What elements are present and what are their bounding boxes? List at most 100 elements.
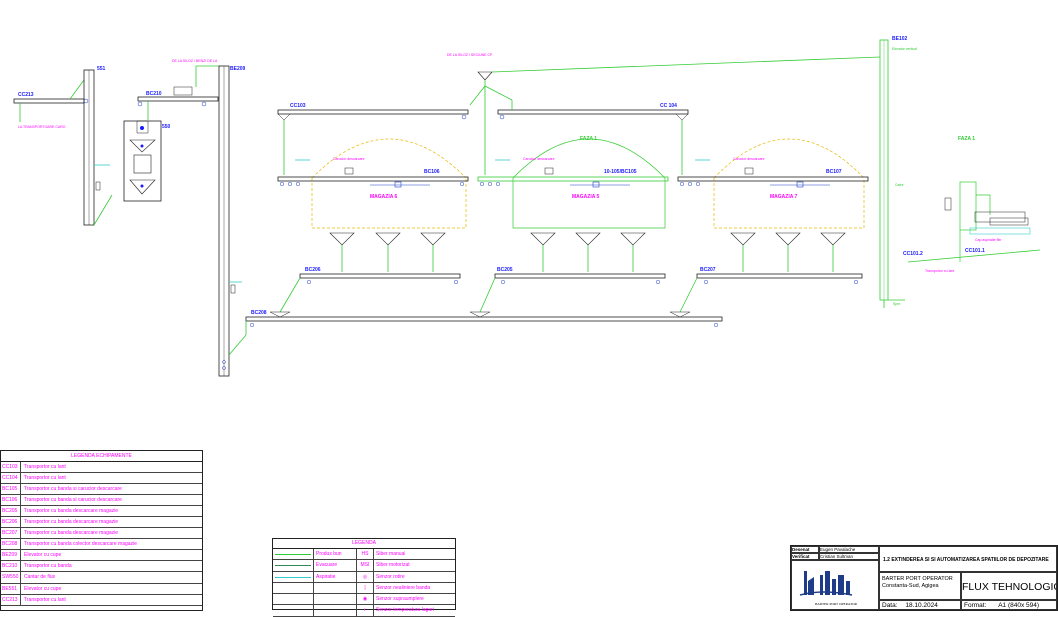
project-title: 1.2 EXTINDEREA SI SI AUTOMATIZAREA SPATI…	[879, 546, 1057, 572]
bc105-label: 10-105/BC105	[604, 169, 637, 175]
format-label: Format:	[964, 602, 987, 609]
checked-label: Verificat	[791, 553, 819, 560]
vert-note: Catre	[895, 183, 904, 187]
bc208-label: BC208	[251, 310, 267, 316]
legend-line-row: Aspiratie◎Senzor rotire	[273, 571, 455, 583]
magazia-5-label: MAGAZIA 5	[572, 194, 600, 200]
faza1-equipment	[907, 181, 1041, 263]
company-name: BARTER PORT OPERATOR	[882, 576, 953, 582]
legend-equipment-desc: Elevator cu cupe	[24, 585, 62, 592]
legend-equipment-desc: Transportor cu banda si carucior descarc…	[24, 497, 122, 504]
legend-symbol: |	[357, 582, 374, 594]
legend-symbol-desc: Siber manual	[376, 551, 406, 557]
hoppers-5	[530, 232, 646, 272]
format-value: A1 (840x 594)	[998, 602, 1040, 609]
checked-name: Cristian Sultman	[819, 553, 879, 560]
date-label: Data:	[882, 602, 898, 609]
legend-equipment-code: BC208	[1, 539, 21, 550]
legend-line-sample-cell	[273, 571, 314, 582]
legend-equipment-title: LEGENDA ECHIPAMENTE	[1, 451, 202, 462]
legend-equipment-desc: Transportor cu lant	[24, 475, 66, 482]
legend-equipment-desc: Transportor cu banda descarcare magazie	[24, 530, 119, 537]
legend-line-name	[314, 582, 357, 594]
cc213-label: CC213	[18, 92, 34, 98]
legend-equipment-code: BC205	[1, 506, 21, 517]
magazia-7-label: MAGAZIA 7	[770, 194, 798, 200]
be209-label: BE209	[230, 66, 246, 72]
legend-equipment-code: BE209	[1, 550, 21, 561]
legend-line-name: Produs bun	[314, 549, 357, 560]
legend-line-name: Evacuare	[314, 560, 357, 571]
legend-line-sample-cell	[273, 560, 314, 571]
legend-line-row: ◐Senzor temperatura lagari	[273, 605, 455, 617]
legend-lines-title: LEGENDA	[273, 539, 455, 549]
legend-equipment-code: CC213	[1, 594, 21, 605]
legend-line-sample	[275, 554, 311, 555]
e551-label: 551	[97, 66, 106, 72]
company-location: Constanta-Sud, Agigea	[882, 583, 939, 589]
drawn-label: Desenat	[791, 546, 819, 553]
legend-symbol-desc: Senzor temperatura lagari	[376, 607, 434, 614]
elevator-551	[83, 69, 113, 226]
carucior-note-1: Carucior descarcare	[333, 157, 365, 161]
scale-550	[123, 120, 162, 202]
legend-equipment-desc: Transportor cu banda colector descarcare…	[24, 541, 137, 548]
cc103-conveyor	[277, 109, 469, 175]
legend-line-row: ◉Senzor supraumplere	[273, 594, 455, 606]
bc107-label: BC107	[826, 169, 842, 175]
bc208-conveyor	[245, 311, 723, 335]
legend-equipment-desc: Transportor cu lant	[24, 596, 66, 603]
cc103-label: CC103	[290, 103, 306, 109]
be102-label: BE102	[892, 36, 908, 42]
legend-equipment-desc: Transportor cu banda	[24, 563, 72, 570]
bottom-note: Spre	[893, 302, 900, 306]
legend-equipment-code: BE551	[1, 583, 21, 594]
elevator-be209	[218, 65, 247, 377]
drawn-name: Eugen Pavalache	[819, 546, 879, 553]
legend-equipment-desc: Transportor cu lant	[24, 464, 66, 470]
e550-label: 550	[162, 124, 171, 130]
date-value: 18.10.2024	[905, 602, 938, 609]
bc207-conveyor	[679, 273, 863, 313]
legend-line-row: |Senzor nealiniere banda	[273, 582, 455, 595]
company-cell: BARTER PORT OPERATOR Constanta-Sud, Agig…	[879, 572, 961, 600]
bc206-label: BC206	[305, 267, 321, 273]
legend-equipment-desc: Transportor cu banda descarcare magazie	[24, 519, 119, 526]
inlet-distributor	[469, 56, 881, 175]
legend-equipment-code: BC105	[1, 484, 21, 495]
logo-cell: BARTER PORT OPERATOR	[791, 560, 879, 610]
company-logo-icon	[799, 571, 853, 596]
legend-equipment-code: CC103	[1, 462, 21, 473]
format-cell: Format: A1 (840x 594)	[961, 600, 1057, 610]
legend-equipment-code: BC210	[1, 561, 21, 572]
legend-symbol: MSI	[357, 560, 374, 571]
legend-line-sample-cell	[273, 582, 314, 594]
be102-note: DE LA SILOZ / SECIUNE CP	[447, 53, 493, 57]
legend-equipment-code: BC206	[1, 517, 21, 528]
legend-line-sample	[275, 565, 311, 567]
elevator-be102	[879, 39, 905, 308]
legend-equipment-code: BC207	[1, 528, 21, 539]
transp-note: Transportor cu lant	[925, 269, 954, 273]
magazia-6-label: MAGAZIA 6	[370, 194, 398, 200]
logo-text: BARTER PORT OPERATOR	[814, 602, 858, 606]
bc207-label: BC207	[700, 267, 716, 273]
legend-symbol-desc: Senzor supraumplere	[376, 596, 424, 603]
legend-equipment-desc: Cantar de flux	[24, 574, 56, 581]
cc1012-label: CC101.2	[903, 251, 923, 257]
legend-symbol: ◎	[357, 571, 374, 582]
